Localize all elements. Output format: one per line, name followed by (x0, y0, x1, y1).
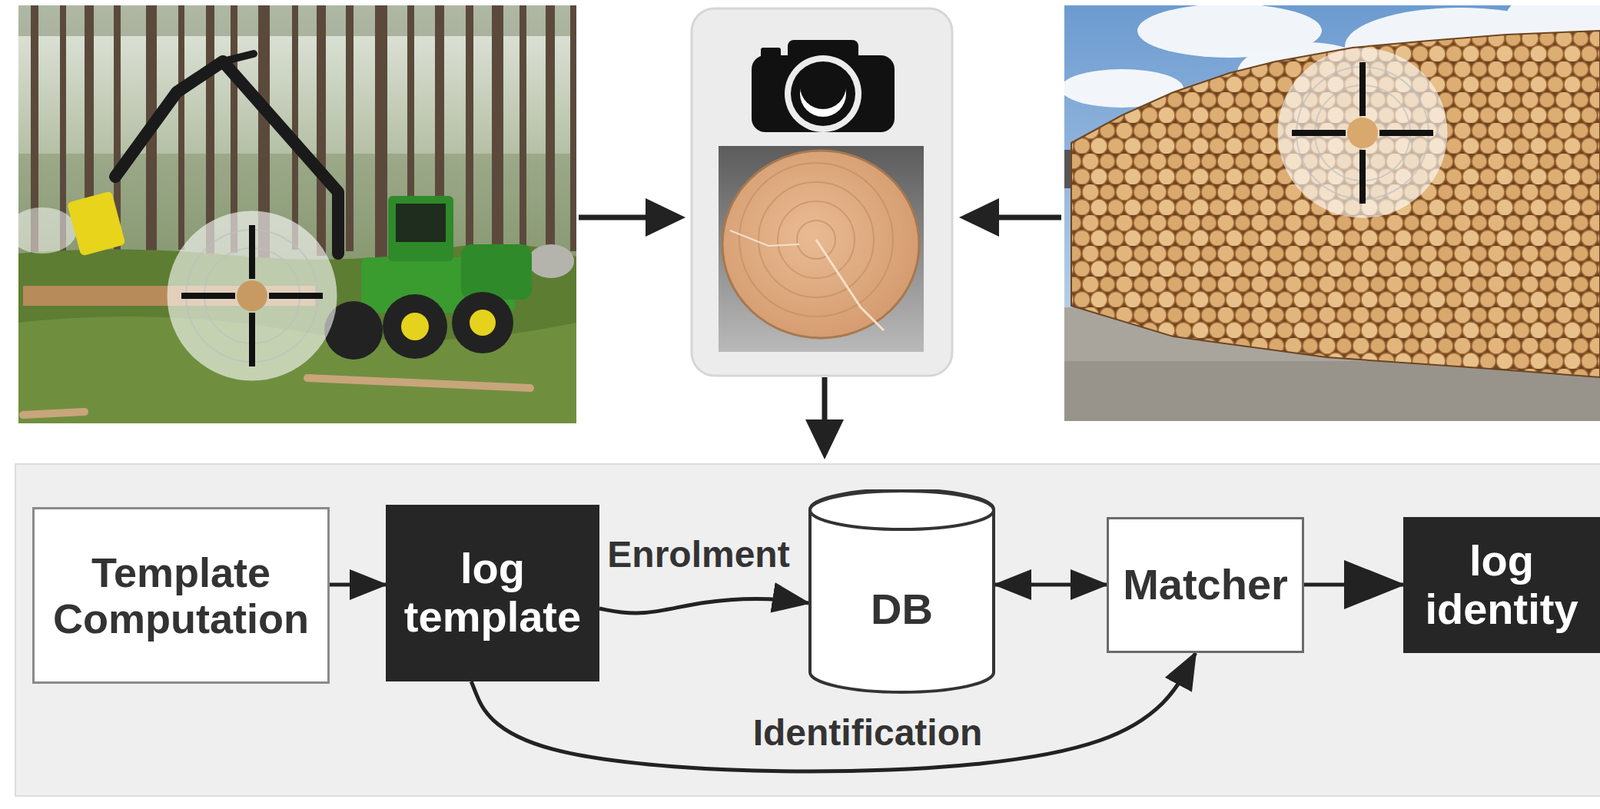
flow-arrow (805, 419, 844, 460)
magnifier (236, 280, 268, 312)
magnifier (181, 292, 236, 299)
edge-label: Enrolment (602, 534, 794, 576)
magnifier (268, 292, 323, 299)
harvester-photo (451, 292, 514, 354)
harvester-photo (570, 5, 577, 252)
magnifier (1291, 129, 1346, 137)
node-label: Template Computation (45, 549, 317, 643)
magnifier (1359, 62, 1366, 117)
harvester-photo (461, 244, 532, 300)
harvester-photo (18, 5, 577, 424)
magnifier (1359, 149, 1366, 204)
magnifier (1379, 129, 1434, 137)
magnifier (248, 225, 256, 279)
cylinder-top (809, 491, 994, 530)
harvester-photo (345, 5, 354, 252)
cylinder-body (809, 489, 994, 693)
database-cylinder: DB (808, 489, 996, 694)
harvester-photo (469, 309, 496, 336)
camera-panel (800, 63, 847, 110)
data-box: log template (385, 504, 600, 682)
log-pile-photo (1071, 30, 1600, 378)
harvester-photo (382, 294, 448, 359)
log-pile-photo (1064, 5, 1600, 422)
log-pile-photo (1064, 5, 1600, 422)
camera-panel (816, 239, 884, 331)
node-label: Matcher (1122, 560, 1288, 610)
magnifier (181, 225, 323, 367)
harvester-photo (178, 5, 185, 250)
camera-panel (784, 55, 862, 133)
flow-arrow (645, 198, 686, 237)
magnifier (1278, 49, 1447, 217)
connector-arrow (1304, 583, 1404, 588)
connector-arrow (329, 583, 386, 588)
harvester-photo (23, 378, 531, 415)
process-box: Template Computation (32, 507, 330, 684)
edge-label: Identification (748, 713, 988, 754)
magnifier (168, 212, 336, 380)
camera-panel (718, 146, 924, 352)
camera-panel (691, 8, 953, 376)
harvester-photo (491, 5, 504, 259)
system-panel (15, 464, 1600, 797)
flow-arrow (578, 198, 1062, 460)
harvester-photo (30, 5, 577, 263)
harvester-photo (205, 5, 215, 256)
harvester-photo (292, 5, 299, 250)
node-label: log template (396, 544, 589, 641)
magnifier (168, 212, 336, 380)
flow-arrow (997, 215, 1062, 221)
magnifier (1347, 117, 1378, 149)
camera-panel (722, 150, 920, 339)
magnifier (1291, 62, 1434, 204)
harvester-photo (316, 5, 326, 256)
harvester-photo (222, 53, 254, 62)
flow-arrow (578, 215, 648, 221)
camera-panel (751, 55, 895, 133)
harvester-photo (519, 5, 527, 250)
node-label: DB (870, 585, 933, 635)
harvester-photo (401, 312, 429, 341)
harvester-photo (18, 5, 577, 424)
harvester-photo (66, 190, 127, 256)
flow-arrow (959, 198, 1000, 237)
magnifier (248, 312, 256, 367)
magnifier (1278, 49, 1447, 217)
harvester-photo (465, 5, 474, 252)
camera-panel (691, 8, 953, 376)
harvester-photo (395, 203, 446, 243)
harvester-photo (375, 5, 388, 259)
node-label: log identity (1414, 537, 1590, 634)
flow-arrow (822, 377, 828, 422)
harvester-photo (388, 195, 454, 262)
camera-panel (718, 146, 924, 352)
harvester-photo (527, 244, 575, 279)
harvester-photo (307, 378, 531, 389)
harvester-photo (545, 5, 555, 256)
connector-arrow (599, 598, 809, 614)
process-box: Matcher (1106, 517, 1305, 654)
harvester-photo (18, 207, 77, 254)
data-box: log identity (1403, 517, 1600, 654)
camera-panel (730, 230, 800, 246)
harvester-photo (23, 411, 85, 415)
camera-panel (790, 61, 856, 127)
connector-arrow (995, 583, 1107, 588)
